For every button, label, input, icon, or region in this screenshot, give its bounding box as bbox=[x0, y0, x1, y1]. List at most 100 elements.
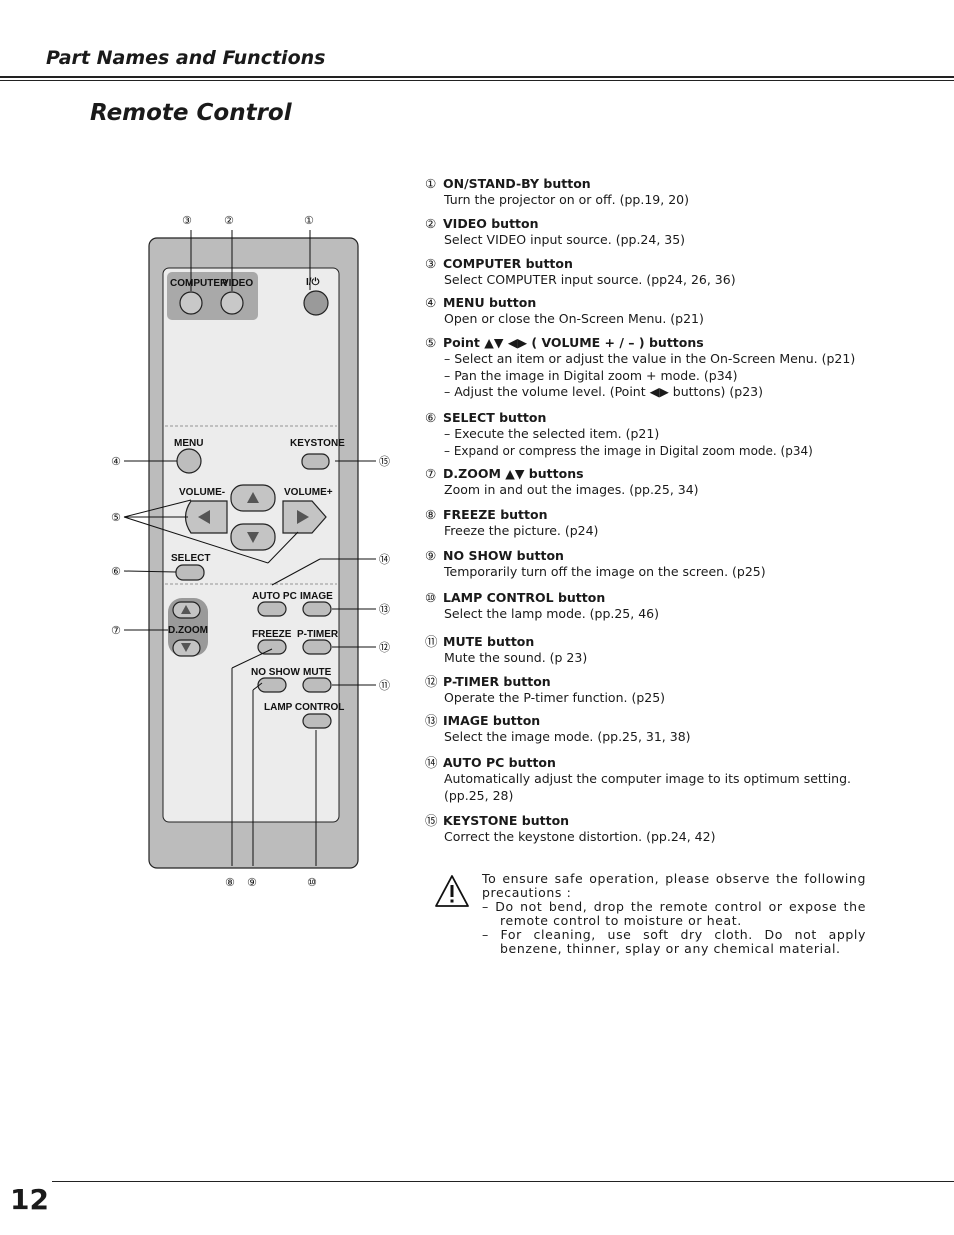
callout-5: ⑤ bbox=[111, 511, 121, 524]
select-label: SELECT bbox=[171, 553, 210, 564]
item-title: KEYSTONE button bbox=[443, 813, 570, 828]
footer-rule bbox=[52, 1181, 954, 1182]
right-arrow-icon bbox=[297, 510, 309, 524]
item-desc: Select COMPUTER input source. (pp24, 26,… bbox=[444, 272, 736, 287]
item-desc: – Expand or compress the image in Digita… bbox=[444, 443, 813, 458]
item-title: COMPUTER button bbox=[443, 256, 573, 271]
item-title: MUTE button bbox=[443, 634, 535, 649]
image-button bbox=[302, 601, 332, 617]
item-desc: Temporarily turn off the image on the sc… bbox=[444, 564, 766, 579]
item-desc: Turn the projector on or off. (pp.19, 20… bbox=[444, 192, 689, 207]
computer-button bbox=[179, 291, 203, 315]
callout-6: ⑥ bbox=[111, 565, 121, 578]
page-title: Remote Control bbox=[90, 100, 292, 126]
callout-14: ⑭ bbox=[379, 553, 390, 566]
callout-3: ③ bbox=[182, 214, 192, 227]
dzoom-down-icon bbox=[181, 643, 191, 652]
item-desc: Operate the P-timer function. (p25) bbox=[444, 690, 666, 705]
item-desc: (pp.25, 28) bbox=[444, 787, 514, 803]
item-desc: Select the image mode. (pp.25, 31, 38) bbox=[444, 729, 691, 744]
callout-8: ⑧ bbox=[225, 876, 235, 889]
item-desc: – Select an item or adjust the value in … bbox=[444, 351, 856, 366]
warning-icon bbox=[434, 874, 470, 912]
caution-point: – Do not bend, drop the remote control o… bbox=[482, 899, 866, 928]
image-label: IMAGE bbox=[300, 591, 333, 602]
item-desc: – Pan the image in Digital zoom + mode. … bbox=[444, 367, 738, 383]
auto-pc-button bbox=[257, 601, 287, 617]
up-arrow-icon bbox=[247, 492, 259, 503]
header-rule bbox=[0, 76, 954, 78]
callout-1: ① bbox=[304, 214, 314, 227]
noshow-button bbox=[257, 677, 287, 693]
menu-label: MENU bbox=[174, 438, 203, 449]
item-title: NO SHOW button bbox=[443, 548, 564, 563]
dzoom-label: D.ZOOM bbox=[168, 625, 208, 636]
keystone-label: KEYSTONE bbox=[290, 438, 345, 449]
menu-button bbox=[176, 448, 202, 474]
mute-label: MUTE bbox=[303, 667, 332, 678]
item-title: AUTO PC button bbox=[443, 755, 556, 770]
header-rule-thin bbox=[0, 80, 954, 81]
callout-2: ② bbox=[224, 214, 234, 227]
power-button bbox=[303, 290, 329, 316]
item-desc: Select VIDEO input source. (pp.24, 35) bbox=[444, 232, 686, 247]
item-desc: – Adjust the volume level. (Point ◀▶ but… bbox=[444, 384, 763, 399]
auto-pc-label: AUTO PC bbox=[252, 591, 297, 602]
item-title: Point ▲▼ ◀▶ ( VOLUME + / – ) buttons bbox=[443, 335, 704, 350]
item-desc: Freeze the picture. (p24) bbox=[444, 523, 599, 538]
item-title: D.ZOOM ▲▼ buttons bbox=[443, 466, 584, 481]
caution-point: – For cleaning, use soft dry cloth. Do n… bbox=[482, 927, 866, 956]
item-desc: Zoom in and out the images. (pp.25, 34) bbox=[444, 482, 699, 497]
dzoom-up-icon bbox=[181, 605, 191, 614]
lamp-control-button bbox=[302, 713, 332, 729]
callout-11: ⑪ bbox=[379, 679, 390, 692]
item-title: SELECT button bbox=[443, 410, 547, 425]
volume-minus-label: VOLUME- bbox=[179, 487, 225, 498]
noshow-label: NO SHOW bbox=[251, 667, 300, 678]
item-title: LAMP CONTROL button bbox=[443, 590, 606, 605]
item-title: ON/STAND-BY button bbox=[443, 176, 591, 191]
page-number: 12 bbox=[10, 1183, 49, 1216]
callout-10: ⑩ bbox=[307, 876, 317, 889]
item-desc: Correct the keystone distortion. (pp.24,… bbox=[444, 829, 716, 844]
left-arrow-icon bbox=[198, 510, 210, 524]
callout-13: ⑬ bbox=[379, 603, 390, 616]
item-desc: Mute the sound. (p 23) bbox=[444, 650, 588, 665]
callout-12: ⑫ bbox=[379, 641, 390, 654]
remote-illustration: COMPUTER VIDEO I/⏻ MENU KEYSTONE VOLUME-… bbox=[100, 200, 400, 900]
item-title: IMAGE button bbox=[443, 713, 541, 728]
volume-plus-label: VOLUME+ bbox=[284, 487, 333, 498]
callout-4: ④ bbox=[111, 455, 121, 468]
select-button bbox=[175, 564, 205, 581]
ptimer-label: P-TIMER bbox=[297, 629, 339, 640]
item-desc: Automatically adjust the computer image … bbox=[444, 771, 852, 786]
video-button bbox=[220, 291, 244, 315]
callout-7: ⑦ bbox=[111, 624, 121, 637]
computer-label: COMPUTER bbox=[170, 278, 228, 289]
item-desc: Open or close the On-Screen Menu. (p21) bbox=[444, 311, 704, 326]
item-desc: Select the lamp mode. (pp.25, 46) bbox=[444, 606, 659, 621]
ptimer-button bbox=[302, 639, 332, 655]
callout-15: ⑮ bbox=[379, 455, 390, 468]
video-label: VIDEO bbox=[222, 278, 253, 289]
section-title: Part Names and Functions bbox=[46, 47, 326, 69]
power-label: I/⏻ bbox=[306, 276, 320, 288]
item-title: FREEZE button bbox=[443, 507, 548, 522]
keystone-button bbox=[301, 453, 330, 470]
down-arrow-icon bbox=[247, 532, 259, 543]
caution-intro: To ensure safe operation, please observe… bbox=[482, 871, 866, 900]
